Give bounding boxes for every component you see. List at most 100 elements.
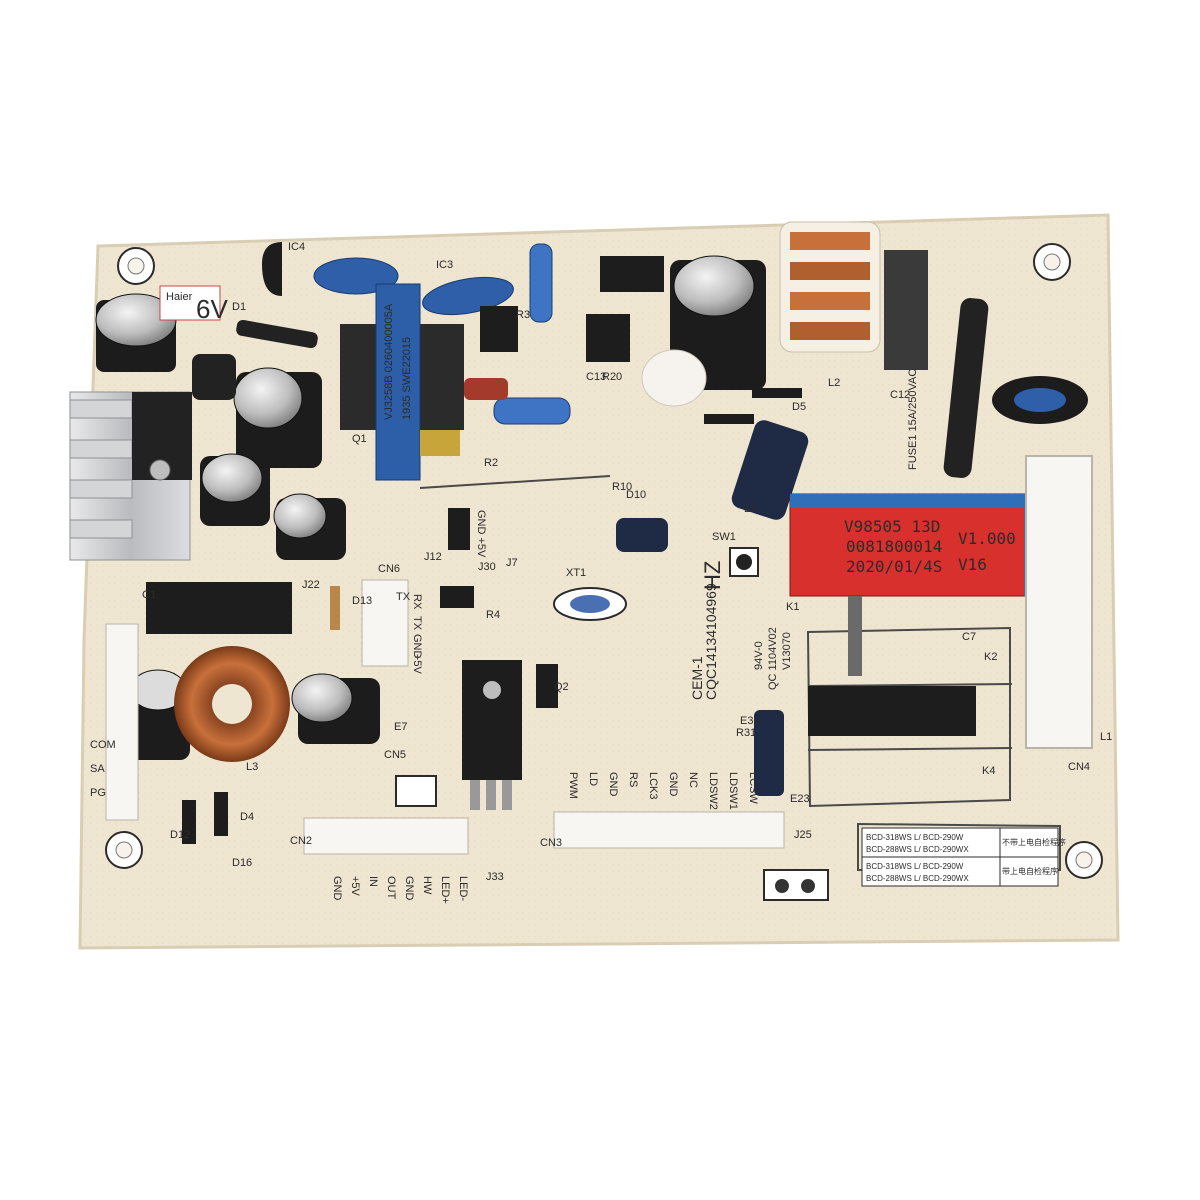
cn2-pin-3: IN xyxy=(367,876,379,887)
cn6-pin-4: +5V xyxy=(411,654,423,675)
label-r10: R10 xyxy=(612,481,632,493)
transformer-icon: VJ3258B 0260400005A 1935 SWE22015 xyxy=(340,283,464,481)
relay-text-5: V16 xyxy=(958,555,987,574)
sticker: Haier 6V xyxy=(159,285,228,324)
label-j30: J30 xyxy=(478,561,496,573)
transformer-label-1: VJ3258B 0260400005A xyxy=(383,303,395,420)
relay-text-2: V1.000 xyxy=(958,529,1016,548)
label-cn4: CN4 xyxy=(1068,761,1090,773)
label-r3: R3 xyxy=(516,309,530,321)
label-j25: J25 xyxy=(794,829,812,841)
label-d16: D16 xyxy=(232,857,252,869)
label-gnd5v: GND +5V xyxy=(475,510,487,558)
cn3-pin-7: NC xyxy=(687,772,699,788)
hz-mark: HZ xyxy=(700,561,725,590)
cn6-pin-1: RX xyxy=(411,594,423,610)
label-k2: K2 xyxy=(984,651,997,663)
heatsink-icon xyxy=(69,391,192,561)
cn2-pin-4: OUT xyxy=(385,876,397,900)
label-e33: E33 xyxy=(740,715,760,727)
cn3-pin-1: PWM xyxy=(567,772,579,799)
table-row-4-model: BCD-288WS L/ BCD-290WX xyxy=(866,874,969,883)
label-xt1: XT1 xyxy=(566,567,586,579)
cn3-pin-4: RS xyxy=(627,772,639,787)
label-d12: D12 xyxy=(170,829,190,841)
label-d4: D4 xyxy=(240,811,254,823)
capacitor-icon xyxy=(95,255,809,796)
table-row-3-note: 带上电自检程序 xyxy=(1002,866,1058,876)
connector-icon xyxy=(105,455,1093,901)
label-sw1: SW1 xyxy=(712,531,736,543)
cn3-pin-2: LD xyxy=(587,772,599,786)
label-j22: J22 xyxy=(302,579,320,591)
label-r20: R20 xyxy=(602,371,622,383)
table-row-2-model: BCD-288WS L/ BCD-290WX xyxy=(866,845,969,854)
left-pin-2: SA xyxy=(90,763,105,775)
cert-line-5: QC 1104V02 xyxy=(767,627,779,690)
label-e9: E9 xyxy=(744,503,757,515)
silkscreen-text: CQC14134104969 CEM-1 V13070 94V-0 QC 110… xyxy=(90,241,1112,904)
label-d13: D13 xyxy=(352,595,372,607)
label-q1: Q1 xyxy=(352,433,367,445)
cn6-pin-2: TX xyxy=(411,616,423,631)
label-l1: L1 xyxy=(1100,731,1112,743)
cert-line-2: CEM-1 xyxy=(689,656,705,700)
diode-icon xyxy=(182,388,802,844)
label-ic4: IC4 xyxy=(288,241,305,253)
label-d1: D1 xyxy=(232,301,246,313)
label-e23: E23 xyxy=(790,793,810,805)
mounting-hole-icon xyxy=(105,243,1103,879)
relay-text-3: 0081800014 xyxy=(846,537,942,556)
push-button xyxy=(729,547,759,577)
label-e7: E7 xyxy=(394,721,407,733)
handwritten-label: 6V xyxy=(196,294,228,324)
label-j12: J12 xyxy=(424,551,442,563)
cn2-pin-7: LED+ xyxy=(439,876,451,904)
cn6-pin-3: GND xyxy=(411,634,423,659)
label-cn6: CN6 xyxy=(378,563,400,575)
label-k4: K4 xyxy=(982,765,995,777)
ic-chip-icon xyxy=(146,242,758,810)
fuse-label: FUSE1 15A/250VAC xyxy=(907,369,919,470)
label-l3: L3 xyxy=(246,761,258,773)
transformer-label-2: 1935 SWE22015 xyxy=(401,337,413,420)
label-c13: C13 xyxy=(586,371,606,383)
label-d10: D10 xyxy=(626,489,646,501)
table-row-1-note: 不带上电自检程序 xyxy=(1002,837,1066,847)
cn3-pin-10: LCSW xyxy=(747,772,759,804)
label-tx: TX xyxy=(396,591,411,603)
sticker-text: Haier xyxy=(166,291,193,303)
table-row-1-model: BCD-318WS L/ BCD-290W xyxy=(866,833,964,842)
cert-line-1: CQC14134104969 xyxy=(703,583,719,700)
label-j33: J33 xyxy=(486,871,504,883)
label-r4: R4 xyxy=(486,609,500,621)
label-ic3: IC3 xyxy=(436,259,453,271)
label-cn5: CN5 xyxy=(384,749,406,761)
relay-text-1: V98505 13D xyxy=(844,517,940,536)
label-cn3: CN3 xyxy=(540,837,562,849)
label-j7: J7 xyxy=(506,557,518,569)
cn3-pin-6: GND xyxy=(667,772,679,797)
cn2-pin-6: HW xyxy=(421,876,433,895)
cn2-pin-2: +5V xyxy=(349,876,361,897)
label-q2: Q2 xyxy=(554,681,569,693)
label-r31: R31 xyxy=(736,727,756,739)
label-c7: C7 xyxy=(962,631,976,643)
cn3-pin-5: LCK3 xyxy=(647,772,659,800)
label-r2: R2 xyxy=(484,457,498,469)
label-cn2: CN2 xyxy=(290,835,312,847)
label-d5: D5 xyxy=(792,401,806,413)
model-table: BCD-318WS L/ BCD-290W 不带上电自检程序 BCD-288WS… xyxy=(861,827,1066,887)
cn2-pin-8: LED- xyxy=(457,876,469,901)
toroid-coil-icon xyxy=(174,221,989,762)
table-row-3-model: BCD-318WS L/ BCD-290W xyxy=(866,862,964,871)
left-pin-1: COM xyxy=(90,739,116,751)
cert-line-4: 94V-0 xyxy=(753,641,765,670)
label-k1: K1 xyxy=(786,601,799,613)
left-pin-3: PG xyxy=(90,787,106,799)
cn2-pin-1: GND xyxy=(331,876,343,901)
label-c1: C1 xyxy=(142,589,156,601)
cn2-pin-5: GND xyxy=(403,876,415,901)
cn3-pin-9: LDSW1 xyxy=(727,772,739,810)
